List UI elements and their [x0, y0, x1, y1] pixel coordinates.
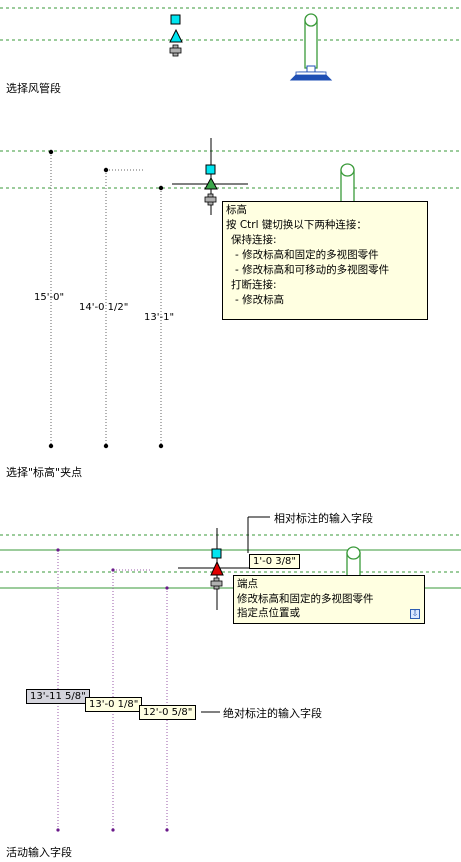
tooltip-option: - 修改标高和固定的多视图零件	[235, 249, 379, 261]
dimension-point	[158, 185, 164, 191]
dimension-point	[103, 443, 109, 449]
absolute-dimension-input-active[interactable]: 13'-11 5/8"	[26, 689, 90, 704]
elevation-tooltip: 标高 按 Ctrl 键切换以下两种连接： 保持连接: - 修改标高和固定的多视图…	[222, 201, 428, 320]
add-grip-icon[interactable]	[169, 44, 182, 57]
duct-riser	[340, 163, 355, 204]
dimension-point	[158, 443, 164, 449]
panel2-caption: 选择"标高"夹点	[6, 466, 83, 479]
relative-dimension-input[interactable]: 1'-0 3/8"	[249, 554, 300, 569]
add-grip-icon[interactable]	[210, 577, 223, 590]
elevation-grip-arrow[interactable]	[204, 176, 218, 190]
panel1-drawing	[0, 7, 461, 81]
duct-riser[interactable]	[289, 13, 333, 81]
dimension-label: 14'-0 1/2"	[79, 302, 129, 313]
dimension-point	[48, 443, 54, 449]
panel1-caption: 选择风管段	[6, 82, 61, 95]
absolute-dimension-input[interactable]: 12'-0 5/8"	[139, 705, 197, 720]
panel3-drawing	[0, 516, 461, 832]
add-grip-icon[interactable]	[204, 193, 217, 206]
relative-field-callout: 相对标注的输入字段	[274, 512, 373, 525]
tooltip-group-break: 打断连接:	[231, 279, 277, 291]
tooltip-line: 修改标高和固定的多视图零件	[237, 592, 374, 605]
expand-tooltip-icon[interactable]: ⇩	[410, 609, 420, 619]
absolute-dimension-input[interactable]: 13'-0 1/8"	[85, 697, 143, 712]
tooltip-group-keep: 保持连接:	[231, 234, 277, 246]
square-grip[interactable]	[170, 14, 181, 25]
dimension-label: 13'-1"	[144, 312, 175, 323]
tooltip-line: 指定点位置或	[237, 607, 300, 619]
tooltip-title: 端点	[237, 578, 258, 590]
duct-riser	[346, 546, 361, 579]
elevation-grip-arrow[interactable]	[169, 28, 183, 43]
absolute-field-callout: 绝对标注的输入字段	[223, 707, 322, 720]
endpoint-tooltip: 端点 修改标高和固定的多视图零件 指定点位置或 ⇩	[233, 575, 425, 624]
dimension-label: 15'-0"	[34, 292, 65, 303]
tooltip-instruction: 按 Ctrl 键切换以下两种连接：	[226, 219, 367, 231]
dimension-point	[48, 149, 54, 155]
elevation-grip-arrow-active[interactable]	[210, 560, 224, 576]
panel3-caption: 活动输入字段	[6, 846, 72, 859]
square-grip[interactable]	[211, 548, 222, 559]
tooltip-option: - 修改标高	[235, 294, 285, 306]
dimension-point	[103, 167, 109, 173]
tooltip-option: - 修改标高和可移动的多视图零件	[235, 264, 390, 276]
tooltip-title: 标高	[226, 204, 247, 216]
square-grip[interactable]	[205, 164, 216, 175]
panel2-drawing	[0, 138, 461, 449]
